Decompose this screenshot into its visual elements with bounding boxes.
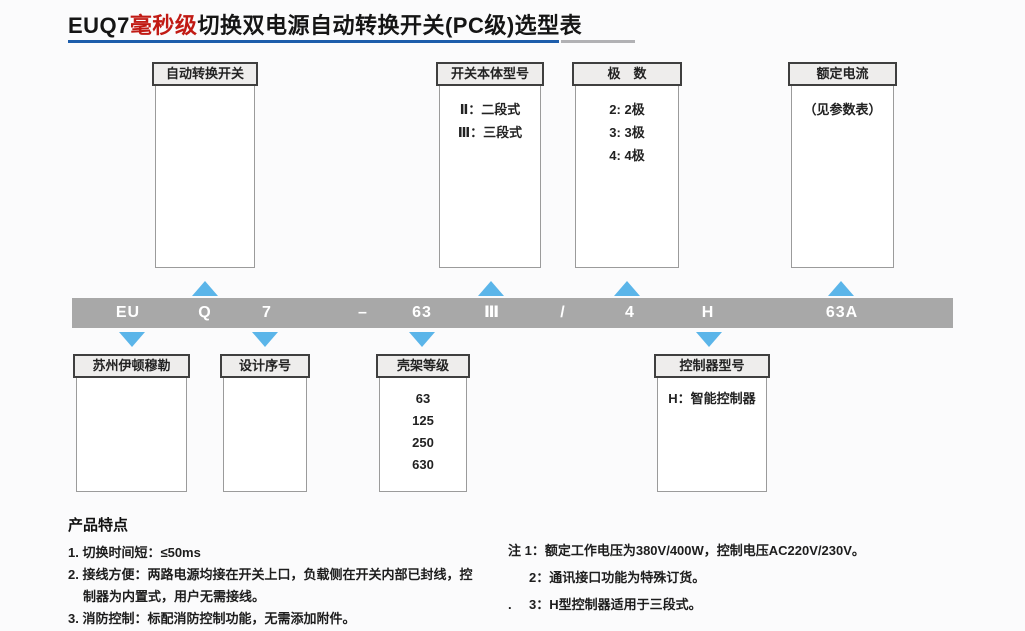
code-segment-design: 7 <box>262 304 272 321</box>
feature-line: 1. 切换时间短：≤50ms <box>68 545 201 560</box>
up-arrow-icon <box>614 281 640 296</box>
box-header: 额定电流 <box>788 62 897 86</box>
box-body: Ⅱ：二段式 Ⅲ：三段式 <box>439 86 541 268</box>
box-body: H：智能控制器 <box>657 378 767 492</box>
remarks-section: 注 1：额定工作电压为380V/400W，控制电压AC220V/230V。 2：… <box>508 537 978 618</box>
title-underline <box>68 40 635 43</box>
note-text: 3：H型控制器适用于三段式。 <box>529 597 702 612</box>
box-line: 63 <box>415 391 431 406</box>
code-segment-slash: / <box>560 304 566 321</box>
box-line: 4: 4极 <box>609 148 645 163</box>
up-arrow-icon <box>192 281 218 296</box>
box-header: 苏州伊顿穆勒 <box>73 354 190 378</box>
note-text: 注 1：额定工作电压为380V/400W，控制电压AC220V/230V。 <box>508 543 865 558</box>
box-line: H：智能控制器 <box>668 391 756 406</box>
title-prefix: EUQ7 <box>68 13 130 38</box>
box-body: 2: 2极 3: 3极 4: 4极 <box>575 86 679 268</box>
code-segment-poles: 4 <box>625 304 635 321</box>
underline-blue-segment <box>68 40 559 43</box>
stray-dot: . <box>508 597 512 612</box>
bottom-box-design-serial: 设计序号 <box>220 354 310 492</box>
page-title: EUQ7毫秒级切换双电源自动转换开关(PC级)选型表 <box>68 8 582 40</box>
up-arrow-icon <box>828 281 854 296</box>
box-line: 250 <box>412 435 434 450</box>
box-line: Ⅲ：三段式 <box>457 125 523 140</box>
box-header: 开关本体型号 <box>436 62 544 86</box>
bottom-box-frame-size: 壳架等级 63 125 250 630 <box>376 354 470 492</box>
underline-gray-segment <box>561 40 635 43</box>
down-arrow-icon <box>696 332 722 347</box>
box-line: （见参数表） <box>803 102 882 117</box>
top-box-auto-transfer-switch: 自动转换开关 <box>152 62 258 268</box>
box-header: 极 数 <box>572 62 682 86</box>
box-line: 630 <box>412 457 434 472</box>
note-text: 2：通讯接口功能为特殊订货。 <box>529 570 706 585</box>
down-arrow-icon <box>119 332 145 347</box>
box-line: Ⅱ：二段式 <box>459 102 521 117</box>
box-body: （见参数表） <box>791 86 894 268</box>
box-body: 63 125 250 630 <box>379 378 467 492</box>
box-line: 2: 2极 <box>609 102 645 117</box>
box-line: 125 <box>412 413 434 428</box>
top-box-switch-body-type: 开关本体型号 Ⅱ：二段式 Ⅲ：三段式 <box>436 62 544 268</box>
code-segment-frame: 63 <box>412 304 432 321</box>
up-arrow-icon <box>478 281 504 296</box>
box-body <box>223 378 307 492</box>
code-segment-controller: H <box>701 304 715 321</box>
feature-line: 制器为内置式，用户无需接线。 <box>83 589 266 604</box>
code-segment-dash: – <box>358 304 368 321</box>
bottom-box-controller-type: 控制器型号 H：智能控制器 <box>654 354 770 492</box>
model-code-bar: EU Q 7 – 63 Ⅲ / 4 H 63A <box>72 298 953 328</box>
note-line: . 3：H型控制器适用于三段式。 <box>508 591 978 618</box>
down-arrow-icon <box>252 332 278 347</box>
note-line: 注 1：额定工作电压为380V/400W，控制电压AC220V/230V。 <box>508 537 978 564</box>
feature-line: 3. 消防控制：标配消防控制功能，无需添加附件。 <box>68 611 356 626</box>
code-segment-series: Q <box>198 304 212 321</box>
code-segment-brand: EU <box>115 304 141 321</box>
box-header: 控制器型号 <box>654 354 770 378</box>
box-header: 自动转换开关 <box>152 62 258 86</box>
box-header: 设计序号 <box>220 354 310 378</box>
title-highlight: 毫秒级 <box>129 13 198 38</box>
bottom-box-brand: 苏州伊顿穆勒 <box>73 354 190 492</box>
box-line: 3: 3极 <box>609 125 645 140</box>
top-box-rated-current: 额定电流 （见参数表） <box>788 62 897 268</box>
code-segment-body-type: Ⅲ <box>483 304 501 321</box>
down-arrow-icon <box>409 332 435 347</box>
features-heading: 产品特点 <box>68 517 129 534</box>
box-body <box>155 86 255 268</box>
box-body <box>76 378 187 492</box>
feature-line: 2. 接线方便：两路电源均接在开关上口，负载侧在开关内部已封线，控 <box>68 567 473 582</box>
title-suffix: 切换双电源自动转换开关(PC级)选型表 <box>197 13 583 38</box>
code-segment-current: 63A <box>825 304 859 321</box>
box-header: 壳架等级 <box>376 354 470 378</box>
top-box-pole-number: 极 数 2: 2极 3: 3极 4: 4极 <box>572 62 682 268</box>
note-line: 2：通讯接口功能为特殊订货。 <box>508 564 978 591</box>
product-features-section: 产品特点 1. 切换时间短：≤50ms 2. 接线方便：两路电源均接在开关上口，… <box>68 514 488 630</box>
